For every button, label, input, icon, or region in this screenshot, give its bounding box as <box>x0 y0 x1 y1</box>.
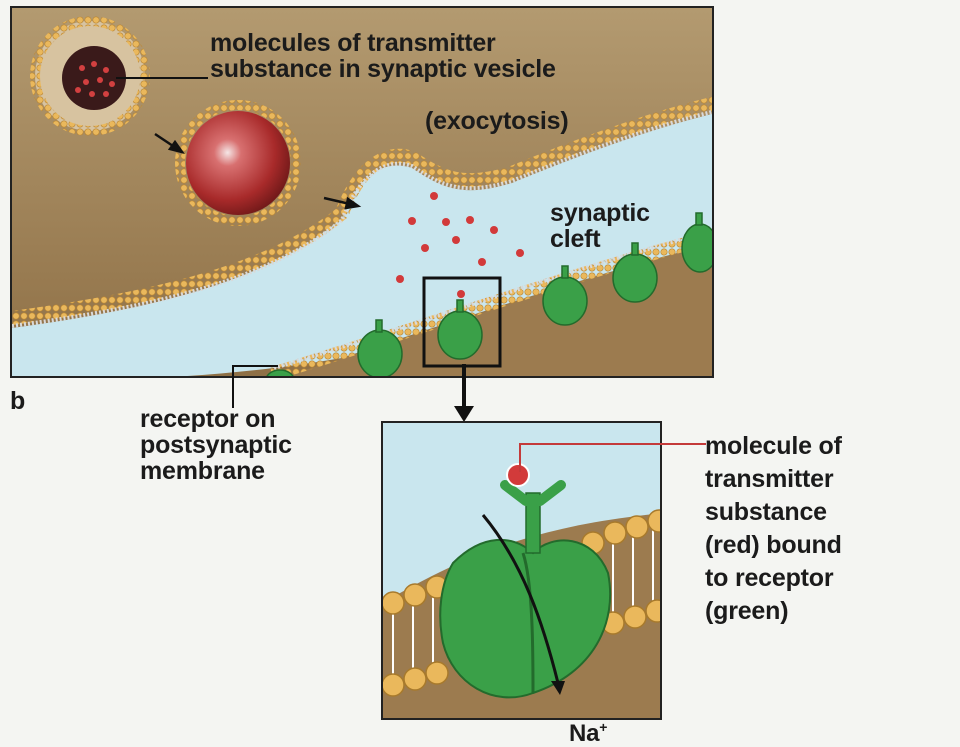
cutaway-vesicle <box>30 16 150 136</box>
zoom-inset-panel <box>381 421 662 720</box>
receptor-label: receptor on postsynaptic membrane <box>140 405 292 485</box>
zoom-arrow <box>454 364 474 422</box>
main-diagram-panel <box>10 6 714 378</box>
bound-molecule-label: molecule of transmitter substance (red) … <box>705 432 842 625</box>
membrane-heads <box>383 509 660 697</box>
synaptic-cleft-label: synaptic cleft <box>550 199 650 253</box>
sodium-ion-symbol: Na <box>568 720 600 747</box>
transmitter-molecule-icon <box>506 463 530 487</box>
vesicle-content-label: molecules of transmitter substance in sy… <box>210 29 556 83</box>
transmitter-molecules <box>396 192 524 298</box>
receptors <box>266 212 712 376</box>
receptor-zoom-illustration <box>383 423 660 718</box>
synapse-illustration <box>12 8 712 376</box>
sodium-ion-label: Na+ <box>568 719 608 747</box>
panel-letter: b <box>10 387 26 415</box>
bound-molecule-leader-line <box>519 443 706 472</box>
bound-receptor <box>439 480 612 699</box>
synaptic-vesicle <box>175 100 301 226</box>
receptor-leader-line <box>232 365 278 408</box>
exocytosis-label: (exocytosis) <box>425 107 569 135</box>
